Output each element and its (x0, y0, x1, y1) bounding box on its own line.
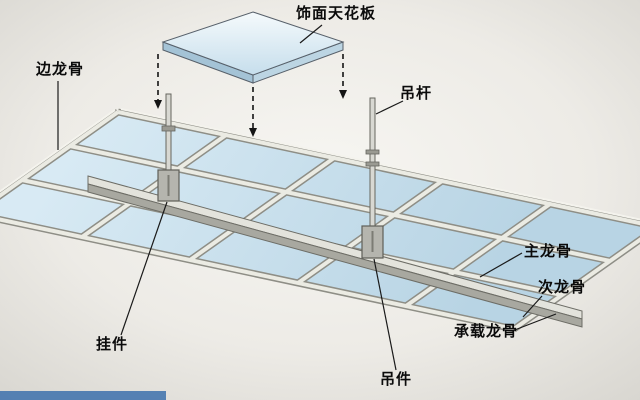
rod-2-nut-lower (365, 161, 380, 167)
leader-main-runner (479, 252, 523, 278)
hanger-rod-1 (157, 93, 180, 202)
rod-1 (165, 93, 172, 173)
edge-runner-highlight (0, 109, 116, 193)
label-carrying-runner: 承载龙骨 (454, 322, 519, 340)
hanger-rod-2 (361, 97, 384, 259)
leader-hanger-rod (375, 100, 404, 115)
ceiling-grid (0, 108, 640, 333)
dashed-arrow-right-head (339, 90, 347, 99)
label-main-runner: 主龙骨 (524, 242, 573, 260)
label-hanger-rod: 吊杆 (400, 84, 433, 102)
rod-1-nut (161, 125, 176, 132)
carrying-channel-front (87, 183, 583, 328)
label-clip: 挂件 (96, 335, 129, 353)
finish-panel (161, 11, 345, 84)
dashed-arrow-middle-head (249, 128, 257, 137)
leader-finish-panel (299, 24, 323, 44)
label-hanger: 吊件 (380, 370, 413, 388)
label-finish-panel: 饰面天花板 (296, 4, 377, 22)
leader-hanger (373, 258, 397, 371)
watermark-bar (0, 391, 166, 400)
carrying-channel (87, 175, 583, 328)
dashed-arrow-left-head (154, 100, 162, 109)
placement-arrows (154, 54, 347, 137)
top-edge-runner-highlight (120, 108, 640, 221)
leader-lines (57, 24, 557, 371)
leader-carrying-runner (511, 313, 557, 332)
label-cross-runner: 次龙骨 (538, 278, 587, 296)
leader-clip (120, 201, 168, 336)
leader-cross-runner (522, 295, 543, 318)
rod-2-nut-upper (365, 149, 380, 155)
label-edge-runner: 边龙骨 (36, 60, 85, 78)
